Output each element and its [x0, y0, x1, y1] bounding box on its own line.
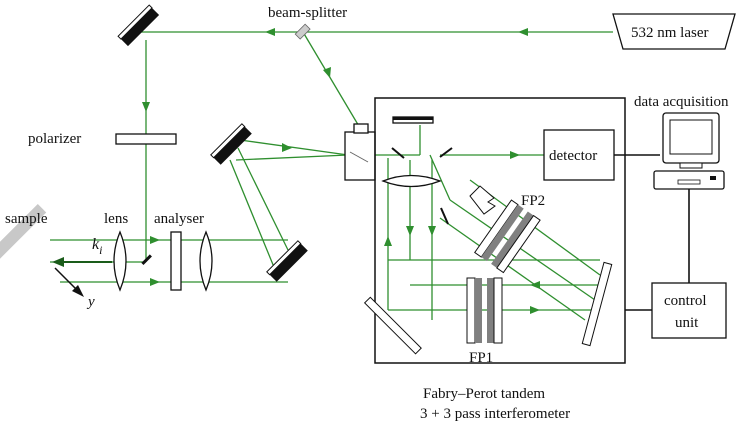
ki-arrowhead: [52, 257, 64, 267]
fold-mirror: [439, 147, 453, 158]
fp1-plate-frame: [466, 277, 476, 344]
beam-arrow: [510, 151, 520, 159]
beam-fold-1: [237, 147, 289, 251]
beam-fp2-pass: [439, 217, 586, 321]
fp1-plate-frame: [493, 277, 503, 344]
corner-mirror-left: [363, 296, 422, 355]
laser: 532 nm laser: [612, 13, 736, 50]
tandem-label-line2: 3 + 3 pass interferometer: [420, 406, 570, 422]
wave-vector: ki y: [52, 236, 112, 310]
sample: sample: [0, 203, 48, 281]
beam-arrow: [406, 226, 414, 236]
beam-splitter-label: beam-splitter: [268, 5, 347, 21]
input-pinhole-assembly: [344, 123, 376, 181]
pinhole-mirror: [349, 151, 369, 163]
beam-arrow: [150, 278, 160, 286]
beam-arrow: [518, 28, 528, 36]
mirror-upper: [210, 123, 252, 165]
fp1-plate: [475, 278, 482, 343]
fp1-plate: [487, 278, 494, 343]
mirror-backing: [117, 4, 153, 40]
data-acquisition-label: data acquisition: [634, 94, 729, 110]
fp2-label: FP2: [521, 193, 545, 209]
beam-reference-path: [302, 31, 361, 129]
ki-label: ki: [92, 236, 102, 257]
collection-lens: [199, 230, 213, 292]
fp1-etalon: FP1: [466, 277, 503, 366]
beam-fold-2: [229, 159, 277, 273]
sample-plate: [0, 203, 47, 281]
mirror-surface: [120, 7, 160, 47]
data-acquisition-computer: data acquisition: [634, 94, 729, 190]
lens-shape: [113, 230, 127, 292]
analyser-plate: [170, 231, 182, 291]
fold-mirror: [391, 147, 405, 159]
laser-label: 532 nm laser: [631, 25, 708, 41]
beam-fp2-pass: [449, 199, 596, 301]
sample-label: sample: [5, 211, 48, 227]
beam-arrow: [282, 143, 292, 152]
monitor-screen: [669, 119, 713, 155]
mirror-backing: [210, 123, 246, 159]
tandem-enclosure: [374, 97, 626, 364]
lens: lens: [104, 211, 128, 292]
detector: detector: [543, 129, 615, 181]
beam-into-tandem-2: [235, 154, 349, 161]
disk-drive: [677, 179, 701, 185]
beam-splitter-plate: [294, 23, 311, 40]
control-unit-label-line2: unit: [675, 315, 699, 331]
corner-mirror-right: [581, 261, 613, 347]
beam-arrow: [142, 102, 150, 112]
control-unit: control unit: [651, 282, 727, 339]
beam-arrow: [530, 306, 540, 314]
pinhole-box: [344, 131, 376, 181]
analyser: analyser: [154, 211, 213, 292]
mirror-surface: [268, 242, 308, 282]
detector-label: detector: [549, 148, 597, 164]
mirror-backing: [266, 240, 302, 276]
y-axis-label: y: [86, 294, 95, 310]
translation-arrow-icon: [469, 185, 496, 215]
lens-label: lens: [104, 211, 128, 227]
laser-body: [612, 13, 736, 50]
beam-arrow: [384, 236, 392, 246]
polarizer: polarizer: [28, 131, 177, 147]
beam-arrow: [150, 236, 160, 244]
power-led: [710, 176, 716, 180]
beam-to-detector: [429, 154, 451, 201]
beam-arrow: [265, 28, 275, 36]
tandem-label-line1: Fabry–Perot tandem: [423, 386, 545, 402]
tandem-lens: [381, 174, 442, 188]
mirror-top-left: [117, 4, 160, 47]
beam-arrow: [323, 67, 331, 78]
fp1-label: FP1: [469, 350, 493, 366]
pickoff-mirror: [141, 254, 152, 265]
analyser-label: analyser: [154, 211, 204, 227]
top-mirror-surface: [393, 117, 433, 120]
mirror-lower: [266, 240, 308, 282]
beam-splitter: beam-splitter: [268, 5, 347, 40]
control-unit-label-line1: control: [664, 293, 707, 309]
fabry-perot-tandem: FP1 FP2 Fabry–Perot tandem 3 + 3 pass in…: [363, 97, 626, 422]
monitor-stand: [679, 162, 703, 169]
wiring: [614, 154, 690, 311]
beam-into-tandem-1: [239, 139, 349, 156]
pinhole-cap: [353, 123, 369, 134]
fp2-plate: [481, 204, 524, 262]
detector-box: [543, 129, 615, 181]
fold-mirror: [440, 207, 449, 225]
beam-arrow: [428, 226, 436, 236]
polarizer-plate: [115, 133, 177, 145]
fp2-plate: [491, 211, 534, 268]
y-axis-arrowhead: [72, 285, 84, 297]
mirror-surface: [212, 125, 252, 165]
control-unit-box: [651, 282, 727, 339]
fp2-plate-frame: [496, 214, 541, 274]
fp2-etalon: [474, 199, 541, 274]
beam-paths: [50, 28, 613, 321]
polarizer-label: polarizer: [28, 131, 81, 147]
